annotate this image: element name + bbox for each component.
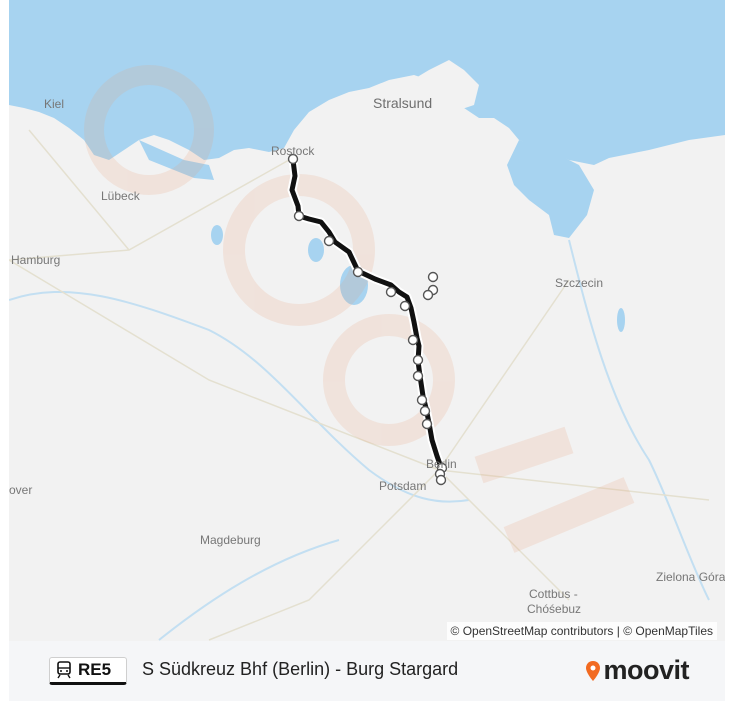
place-label-kiel: Kiel [44,97,64,111]
lake [211,225,223,245]
place-label-hanover: over [9,483,32,497]
lake [308,238,324,262]
location-pin-icon [586,660,601,681]
route-title: S Südkreuz Bhf (Berlin) - Burg Stargard [142,659,459,679]
route-footer: RE5 S Südkreuz Bhf (Berlin) - Burg Starg… [9,641,725,701]
lake [617,308,625,332]
stop-marker [323,235,335,247]
route-badge: RE5 [49,657,127,685]
stop-marker [293,210,305,222]
stop-marker [416,394,428,406]
place-label-berlin: Berlin [426,457,457,471]
place-label-cottbus: Cottbus - [529,587,578,601]
roads [9,129,710,641]
bay [139,140,214,180]
river [9,290,470,503]
place-label-potsdam: Potsdam [379,479,426,493]
stop-marker [287,153,299,165]
river [568,239,710,601]
stop-marker [412,354,424,366]
map-canvas[interactable]: Kiel Stralsund Rostock Lübeck Hamburg Sz… [9,0,725,641]
stop-marker [407,334,419,346]
stops [287,153,448,486]
place-label-stralsund: Stralsund [373,95,432,111]
stop-marker [427,271,439,283]
route-code: RE5 [78,660,112,679]
route-map[interactable]: Kiel Stralsund Rostock Lübeck Hamburg Sz… [9,0,725,641]
stop-marker [421,418,433,430]
place-label-magdeburg: Magdeburg [200,533,261,547]
brand-name: moovit [603,655,689,685]
baltic-sea [9,0,725,165]
stop-marker [419,405,431,417]
stop-marker [385,286,397,298]
place-label-zielona-gora: Zielona Góra [656,570,725,584]
river [158,539,340,641]
place-label-szczecin: Szczecin [555,276,603,290]
stop-marker [435,474,447,486]
place-label-hamburg: Hamburg [11,253,60,267]
stop-marker [412,370,424,382]
place-label-rostock: Rostock [271,144,315,158]
stop-marker [422,289,434,301]
stop-marker [399,300,411,312]
stop-marker [352,266,364,278]
place-label-chosebuz: Chóśebuz [527,602,581,616]
szczecin-lagoon [507,140,594,238]
moovit-logo[interactable]: moovit [585,655,689,686]
train-icon [57,661,71,679]
place-label-luebeck: Lübeck [101,189,141,203]
watermark [84,65,635,553]
map-attribution[interactable]: © OpenStreetMap contributors | © OpenMap… [446,622,717,640]
ruegen-island [409,60,479,110]
